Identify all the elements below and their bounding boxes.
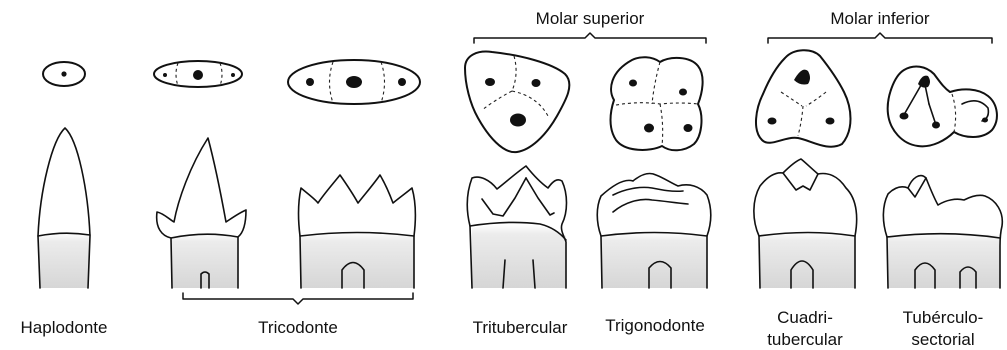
cuadritubercular-cusp-right — [826, 118, 835, 125]
tritubercular-tooth — [465, 52, 569, 288]
cuadritubercular-tooth — [754, 50, 857, 288]
molar-superior-group: Molar superior — [474, 9, 706, 43]
tritubercular-label: Tritubercular — [473, 318, 568, 337]
tricodonte-advanced-root — [301, 233, 414, 288]
tritubercular-root — [472, 224, 566, 288]
tritubercular-paracone — [485, 78, 495, 86]
tritubercular-ridge-right — [526, 178, 554, 215]
trigonodonte-ridge-back — [613, 200, 688, 213]
trigonodonte-root — [602, 232, 707, 288]
cuadritubercular-ridge — [783, 173, 818, 190]
trigonodonte-tooth — [597, 57, 711, 288]
tuberculosectorial-ridge — [908, 178, 926, 197]
type-labels: Haplodonte Tricodonte Tritubercular Trig… — [21, 308, 984, 349]
tricodonte-advanced-main-cusp — [346, 76, 362, 88]
tuberculosectorial-root — [888, 233, 1000, 288]
tricodonte-primitive-tooth — [154, 61, 246, 288]
tricodonte-advanced-anterior-cusp — [306, 78, 314, 86]
molar-inferior-bracket — [768, 33, 992, 43]
trigonodonte-cusp-4 — [684, 124, 693, 132]
tricodonte-bracket-group — [183, 293, 413, 304]
tricodonte-advanced-tooth — [288, 60, 420, 288]
molar-superior-bracket — [474, 33, 706, 43]
haplodonte-cusp — [61, 71, 66, 76]
trigonodonte-cusp-1 — [629, 80, 637, 87]
trigonodonte-cusp-2 — [679, 89, 687, 96]
cuadritubercular-root — [760, 232, 855, 288]
tuberculosectorial-cusp-right — [932, 122, 940, 129]
trigonodonte-label: Trigonodonte — [605, 316, 705, 335]
haplodonte-tooth — [38, 62, 90, 288]
tricodonte-primitive-posterior-cusp — [231, 73, 235, 77]
tuberculosectorial-label-line-2: sectorial — [911, 330, 974, 349]
tritubercular-occlusal-view — [465, 52, 569, 153]
tuberculosectorial-cusp-left — [900, 113, 909, 120]
tuberculosectorial-occlusal-view — [888, 67, 997, 147]
tuberculosectorial-talonid-cusp — [982, 118, 988, 123]
haplodonte-root — [38, 233, 90, 288]
tricodonte-primitive-main-cusp — [193, 70, 203, 80]
molar-inferior-label: Molar inferior — [830, 9, 930, 28]
tricodonte-primitive-root — [172, 233, 238, 288]
cuadritubercular-cusp-left — [768, 118, 777, 125]
cuadritubercular-label-line-1: Cuadri- — [777, 308, 833, 327]
haplodonte-label: Haplodonte — [21, 318, 108, 337]
tricodonte-label: Tricodonte — [258, 318, 338, 337]
cuadritubercular-occlusal-view — [756, 50, 851, 146]
tritubercular-metacone — [532, 79, 541, 87]
trigonodonte-ridge-front — [613, 187, 683, 195]
tricodonte-advanced-posterior-cusp — [398, 78, 406, 86]
tricodonte-bracket — [183, 293, 413, 304]
tricodonte-primitive-anterior-cusp — [163, 73, 167, 77]
trigonodonte-cusp-3 — [644, 124, 654, 133]
cuadritubercular-label-line-2: tubercular — [767, 330, 843, 349]
tritubercular-protocone — [510, 114, 526, 127]
tuberculosectorial-tooth — [883, 67, 1002, 288]
tuberculosectorial-label-line-1: Tubérculo- — [903, 308, 984, 327]
molar-superior-label: Molar superior — [536, 9, 645, 28]
molar-inferior-group: Molar inferior — [768, 9, 992, 43]
